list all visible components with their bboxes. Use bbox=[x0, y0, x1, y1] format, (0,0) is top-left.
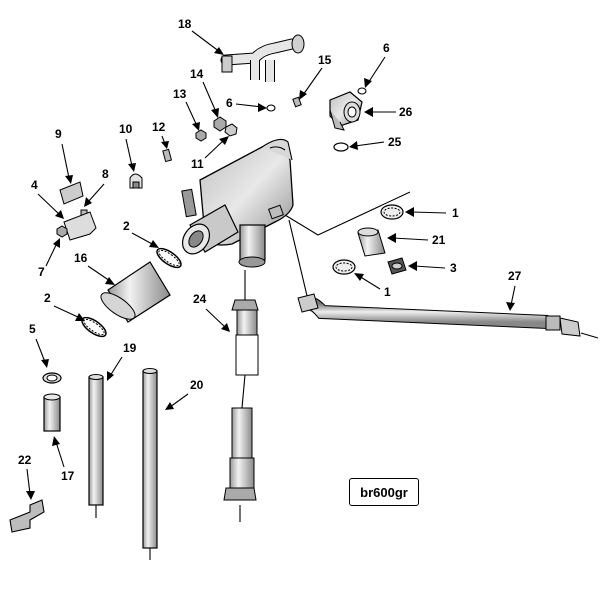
callout-5: 5 bbox=[29, 322, 36, 336]
callout-13: 13 bbox=[173, 87, 187, 101]
callout-11: 11 bbox=[191, 157, 204, 171]
part-10-clamp bbox=[129, 173, 143, 189]
callout-20: 20 bbox=[190, 378, 204, 392]
callout-7: 7 bbox=[38, 265, 45, 279]
part-13-nut bbox=[195, 129, 207, 142]
part-14-bolt bbox=[213, 116, 227, 132]
part-6-seal-mid bbox=[266, 104, 276, 112]
part-24-hose-assembly bbox=[223, 299, 259, 501]
callout-19: 19 bbox=[123, 341, 137, 355]
part-11-bolt bbox=[224, 123, 238, 137]
part-17-sleeve bbox=[43, 393, 61, 432]
part-21-sleeve bbox=[357, 227, 386, 257]
part-16-hose bbox=[100, 261, 171, 323]
callout-6-mid: 6 bbox=[226, 96, 233, 110]
callout-26: 26 bbox=[399, 105, 413, 119]
guide-lines bbox=[95, 191, 599, 560]
part-18-pipe-tee bbox=[220, 34, 305, 82]
callout-27: 27 bbox=[508, 269, 522, 283]
part-4-bracket-plate bbox=[63, 211, 97, 241]
callout-16: 16 bbox=[74, 251, 88, 265]
callout-24: 24 bbox=[193, 292, 207, 306]
part-25-o-ring bbox=[333, 142, 349, 152]
callout-17: 17 bbox=[61, 469, 75, 483]
callout-4: 4 bbox=[31, 178, 38, 192]
part-7-nut bbox=[56, 225, 68, 238]
part-9-bracket bbox=[59, 181, 84, 205]
part-22-bracket bbox=[9, 499, 45, 533]
callout-3: 3 bbox=[450, 261, 457, 275]
callout-1-lower: 1 bbox=[384, 285, 391, 299]
callout-2-lower: 2 bbox=[44, 291, 51, 305]
part-1-clamp-upper bbox=[380, 204, 404, 220]
main-muffler-body bbox=[181, 138, 294, 268]
part-2-clamp-upper bbox=[156, 247, 182, 269]
part-27-hose bbox=[297, 293, 581, 337]
callout-18: 18 bbox=[178, 17, 192, 31]
reference-code-label: br600gr bbox=[349, 478, 419, 506]
callout-25: 25 bbox=[388, 135, 402, 149]
part-19-tube bbox=[88, 374, 104, 506]
part-26-elbow-fitting bbox=[329, 91, 363, 131]
callout-22: 22 bbox=[18, 453, 32, 467]
part-20-tube bbox=[142, 368, 158, 549]
callout-14: 14 bbox=[190, 67, 204, 81]
callout-1-top: 1 bbox=[452, 206, 459, 220]
callout-15: 15 bbox=[318, 53, 332, 67]
part-5-clamp bbox=[42, 372, 62, 384]
callout-2-upper: 2 bbox=[123, 219, 130, 233]
callout-10: 10 bbox=[119, 122, 133, 136]
part-12-screw bbox=[162, 148, 173, 163]
part-3-clip bbox=[387, 257, 407, 275]
callout-12: 12 bbox=[152, 120, 166, 134]
callout-21: 21 bbox=[432, 233, 446, 247]
callout-6-top: 6 bbox=[383, 41, 390, 55]
part-6-seal-upper bbox=[357, 87, 367, 95]
callouts: 18 6 15 14 13 6 26 12 10 9 25 11 bbox=[18, 17, 522, 500]
callout-8: 8 bbox=[102, 167, 109, 181]
part-2-clamp-lower bbox=[81, 316, 107, 338]
callout-9: 9 bbox=[55, 127, 62, 141]
part-1-clamp-lower bbox=[332, 259, 356, 275]
